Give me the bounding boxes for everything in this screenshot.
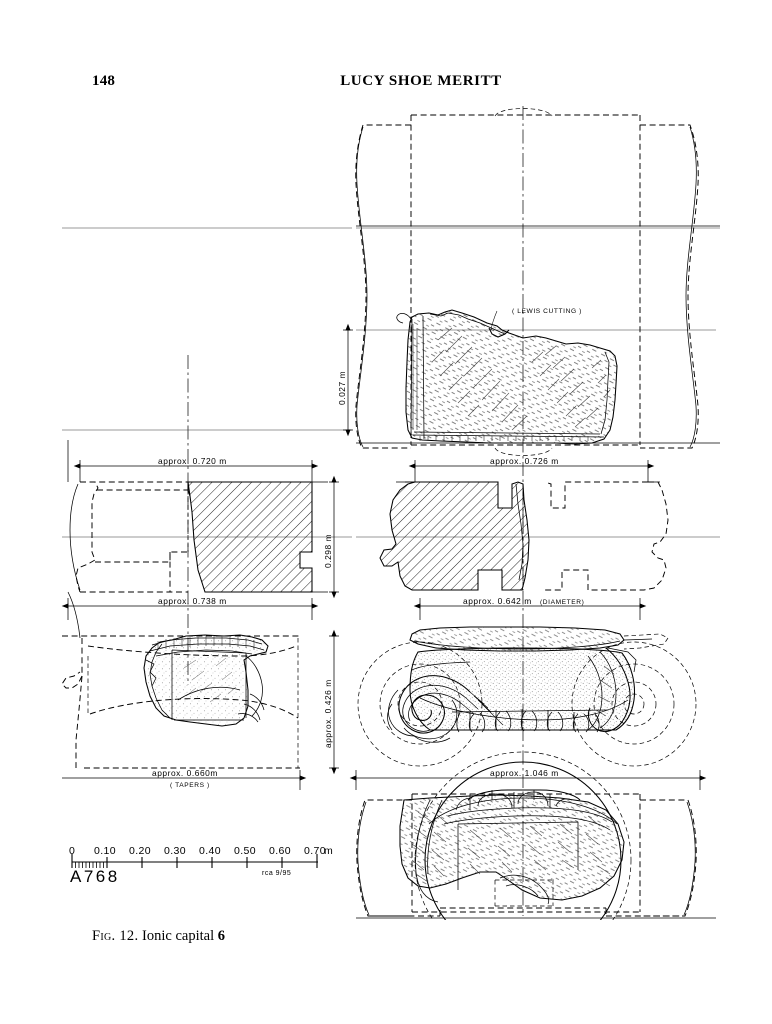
dimension-front-top-width-label: approx. 0.726 m	[490, 456, 559, 466]
figure-caption-text: Ionic capital	[142, 928, 215, 944]
view-front-elevation: approx. 1.046 m	[349, 626, 707, 790]
figure-caption: Fig. 12. Ionic capital 6	[92, 928, 225, 945]
view-bottom-soffit	[356, 751, 716, 920]
scale-unit: m	[324, 845, 333, 857]
draftsman-credit: rca 9/95	[262, 870, 291, 877]
scale-bar: 0 0.10 0.20 0.30 0.40 0.50 0.60 0.70 m A…	[69, 845, 333, 886]
catalog-number: A768	[70, 867, 120, 886]
dimension-capital-height-label: approx. 0.426 m	[323, 679, 333, 748]
view-front-section: approx. 0.726 m approx. 0.642 m (DIAMETE…	[379, 456, 669, 620]
scale-tick-0: 0	[69, 845, 75, 857]
scale-tick-070: 0.70	[304, 845, 326, 857]
page-number: 148	[92, 73, 116, 89]
dimension-section-height: 0.298 m	[323, 475, 339, 599]
dimension-section-height-label: 0.298 m	[323, 534, 333, 568]
figure-caption-number: 6	[217, 928, 225, 944]
dimension-top-thickness: 0.027 m	[337, 323, 353, 437]
dimension-capital-height: approx. 0.426 m	[323, 629, 339, 775]
ionic-capital-drawing: .ln{fill:none;stroke:#000;stroke-width:1…	[61, 106, 720, 920]
view-top-abacus: ( LEWIS CUTTING )	[355, 108, 720, 456]
dimension-front-elev-width-label: approx. 1.046 m	[490, 768, 559, 778]
dimension-front-bottom-width: approx. 0.642 m (DIAMETER)	[413, 596, 647, 620]
annotation-lewis-cutting: ( LEWIS CUTTING )	[512, 308, 582, 315]
dimension-front-elev-width: approx. 1.046 m	[349, 768, 707, 790]
scale-tick-020: 0.20	[129, 845, 151, 857]
dimension-side-elev-width: approx. 0.660m ( TAPERS )	[62, 768, 307, 790]
scale-tick-040: 0.40	[199, 845, 221, 857]
dimension-front-bottom-width-label: approx. 0.642 m	[463, 596, 532, 606]
view-side-elevation: approx. 0.660m ( TAPERS ) approx. 0.426 …	[61, 629, 339, 790]
dimension-top-thickness-label: 0.027 m	[337, 371, 347, 405]
running-head: LUCY SHOE MERITT	[340, 73, 502, 89]
scale-tick-010: 0.10	[94, 845, 116, 857]
annotation-tapers: ( TAPERS )	[170, 782, 210, 789]
dimension-side-elev-width-label: approx. 0.660m	[152, 768, 218, 778]
volute-left	[387, 675, 504, 743]
scale-tick-050: 0.50	[234, 845, 256, 857]
annotation-diameter: (DIAMETER)	[540, 599, 584, 606]
dimension-side-bottom-width: approx. 0.738 m	[61, 596, 319, 620]
scale-tick-030: 0.30	[164, 845, 186, 857]
dimension-front-top-width: approx. 0.726 m	[408, 456, 655, 482]
echinus-egg-and-dart	[451, 709, 610, 733]
view-side-section: approx. 0.720 m approx. 0.738 m	[61, 440, 339, 639]
dimension-side-top-width: approx. 0.720 m	[73, 456, 319, 482]
dimension-side-bottom-width-label: approx. 0.738 m	[158, 596, 227, 606]
figure-plate: .ln{fill:none;stroke:#000;stroke-width:1…	[0, 100, 772, 920]
dimension-side-top-width-label: approx. 0.720 m	[158, 456, 227, 466]
figure-caption-label: Fig. 12.	[92, 928, 139, 944]
scale-tick-060: 0.60	[269, 845, 291, 857]
